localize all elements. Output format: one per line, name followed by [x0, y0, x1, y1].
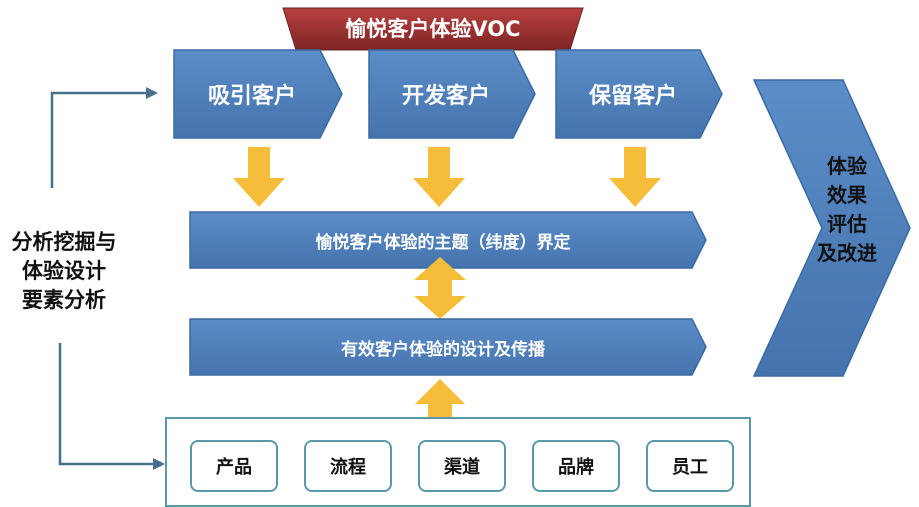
stage-chevron-retain	[555, 49, 723, 139]
stage-label-retain: 保留客户	[588, 84, 677, 109]
stage-chevron-attract	[173, 49, 343, 139]
theme-bar-shape	[189, 211, 707, 269]
side-label: 分析挖掘与 体验设计 要素分析	[0, 228, 128, 315]
design-bar-label: 有效客户体验的设计及传播	[341, 339, 545, 360]
down-arrow-icon	[233, 147, 285, 207]
evaluation-chevron	[752, 79, 911, 377]
connector-top	[50, 91, 146, 188]
element-product: 产品	[190, 440, 278, 492]
diagram-graphics	[50, 7, 911, 470]
evaluation-label-line: 评估	[827, 212, 867, 236]
element-channel: 渠道	[418, 440, 506, 492]
stage-label-develop: 开发客户	[401, 84, 490, 109]
element-brand: 品牌	[532, 440, 620, 492]
up-arrow-icon	[415, 379, 465, 436]
evaluation-label-line: 效果	[827, 183, 867, 207]
double-arrow-icon	[414, 257, 466, 319]
side-label-line: 分析挖掘与	[11, 230, 117, 254]
evaluation-label-line: 体验	[827, 154, 867, 178]
title-banner: 愉悦客户体验VOC	[345, 17, 521, 41]
stage-label-attract: 吸引客户	[207, 84, 296, 109]
side-label-line: 体验设计	[22, 259, 106, 283]
evaluation-label: 体验 效果 评估 及改进	[808, 152, 886, 268]
stage-chevron-develop	[368, 49, 536, 139]
down-arrow-icon	[413, 147, 465, 207]
side-label-line: 要素分析	[22, 288, 106, 312]
design-bar-shape	[189, 318, 707, 376]
evaluation-label-line: 及改进	[817, 241, 877, 265]
element-staff: 员工	[646, 440, 734, 492]
connector-top-arrowhead	[146, 87, 158, 99]
theme-bar-label: 愉悦客户体验的主题（纬度）界定	[315, 232, 571, 253]
connector-bottom	[58, 343, 153, 466]
element-process: 流程	[304, 440, 392, 492]
down-arrow-icon	[609, 147, 661, 207]
connector-bottom-arrowhead	[153, 458, 165, 470]
